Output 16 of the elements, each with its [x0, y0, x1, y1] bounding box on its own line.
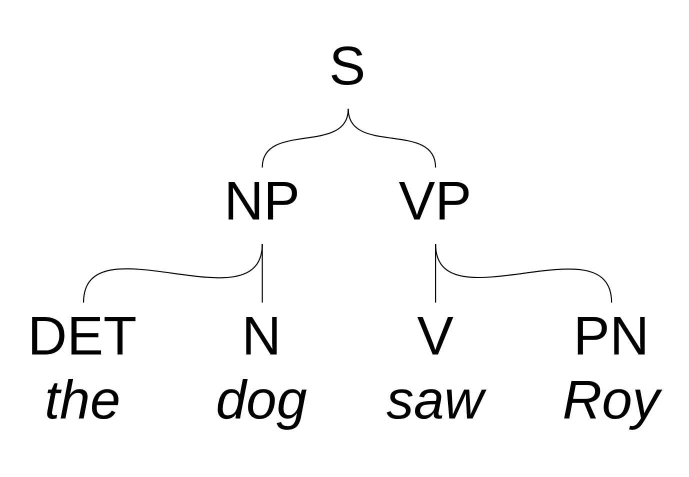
connector	[262, 108, 349, 168]
node-label: Roy	[562, 370, 660, 431]
node-text: V	[417, 305, 454, 366]
node-label: dog	[216, 370, 307, 431]
connector	[435, 244, 612, 303]
node-text: N	[242, 305, 282, 366]
node-text: VP	[398, 170, 472, 232]
node-label: the	[44, 370, 121, 431]
connector	[83, 244, 263, 303]
node-text: DET	[28, 305, 137, 366]
node-text: PN	[573, 305, 650, 366]
node-text: NP	[224, 170, 300, 232]
node-label: saw	[386, 370, 484, 431]
connector	[348, 108, 436, 168]
node-text: S	[329, 35, 366, 96]
connector	[262, 244, 263, 303]
